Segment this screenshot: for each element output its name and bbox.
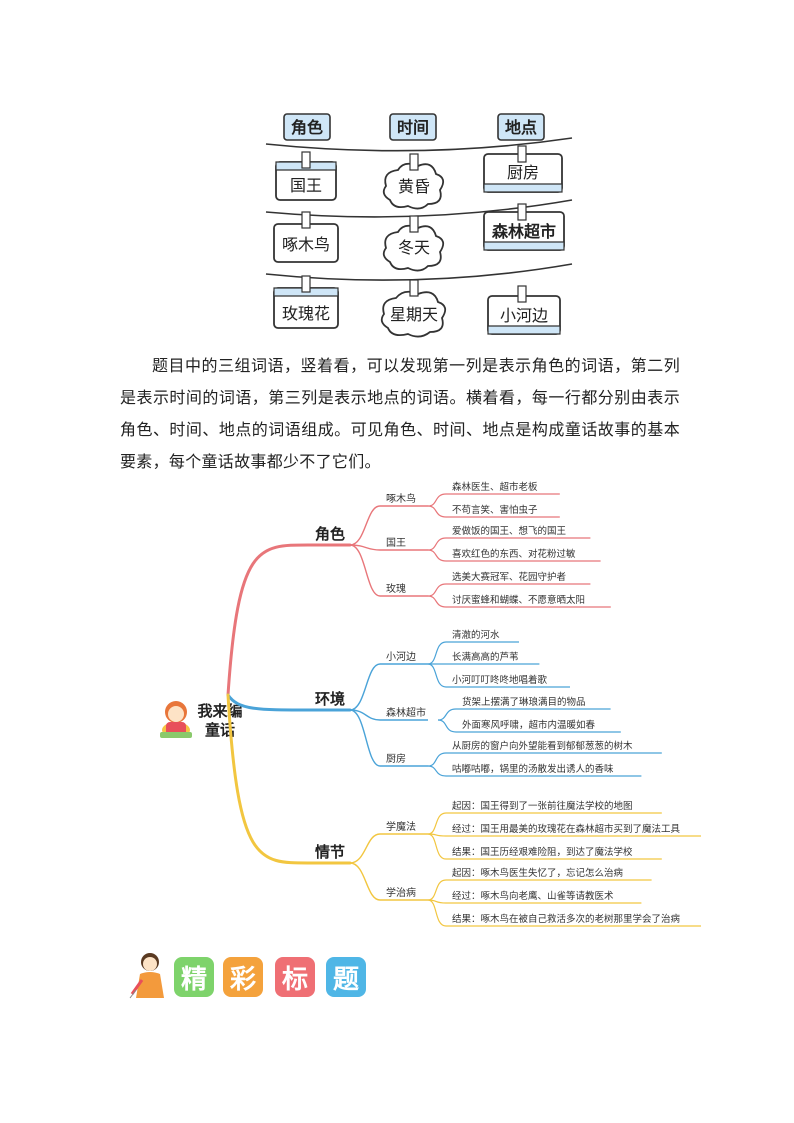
mindmap-leaf-line	[427, 752, 662, 767]
mindmap-leaf-line	[427, 833, 662, 860]
mindmap-sub-label: 厨房	[386, 752, 406, 765]
card-winter: 冬天	[382, 215, 445, 272]
mindmap-leaf-text: 爱做饭的国王、想飞的国王	[452, 525, 567, 537]
mindmap-branch-title: 情节	[315, 843, 345, 861]
mindmap-sub-line	[349, 505, 428, 546]
header-text: 地点	[505, 118, 537, 137]
mindmap-leaf-text: 外面寒风呼啸，超市内温暖如春	[462, 719, 596, 731]
clothesline	[265, 137, 573, 152]
mindmap-leaf-text: 起因：国王得到了一张前往魔法学校的地图	[452, 800, 633, 812]
heading-char-2: 彩	[223, 957, 263, 997]
mindmap-leaf-line	[427, 899, 701, 927]
mindmap-leaf-text: 清澈的河水	[452, 629, 500, 641]
mindmap-leaf-text: 不苟言笑、害怕虫子	[452, 504, 538, 516]
column-header-time: 时间	[389, 113, 437, 141]
mindmap-center-line2: 童话	[205, 721, 235, 739]
mindmap-leaf-text: 经过：啄木鸟向老鹰、山雀等请教医术	[452, 890, 614, 902]
mindmap-sub-line	[349, 709, 428, 721]
word-cards-illustration: 角色 时间 地点 国王 黄昏 厨房 啄木鸟 冬天	[265, 113, 573, 338]
mindmap-leaf-line	[427, 493, 560, 507]
card-kitchen: 厨房	[483, 145, 563, 193]
mindmap-sub-label: 森林超市	[386, 706, 426, 719]
svg-text:玫瑰花: 玫瑰花	[282, 304, 330, 323]
mindmap-sub-line	[349, 709, 428, 767]
mindmap-leaf-line	[427, 812, 662, 835]
mindmap-branch-line	[226, 693, 352, 865]
mindmap-leaf-text: 从厨房的窗户向外望能看到郁郁葱葱的树木	[452, 740, 633, 752]
mindmap-leaf-text: 小河叮叮咚咚地唱着歌	[452, 674, 548, 686]
mindmap-sub-line	[349, 833, 428, 864]
mindmap-leaf-text: 经过：国王用最美的玫瑰花在森林超市买到了魔法工具	[452, 823, 681, 835]
mindmap-center-line1: 我来编	[197, 702, 242, 720]
card-rose: 玫瑰花	[273, 275, 339, 329]
card-forest-supermarket: 森林超市	[483, 203, 565, 251]
mindmap-branch-line	[226, 543, 352, 697]
svg-text:厨房: 厨房	[507, 163, 539, 182]
mindmap-leaf-line	[437, 708, 611, 721]
svg-text:啄木鸟: 啄木鸟	[282, 235, 330, 254]
svg-text:小河边: 小河边	[500, 306, 548, 325]
mindmap-sub-label: 国王	[386, 537, 406, 549]
mindmap-sub-line	[349, 663, 428, 711]
heading-char-1: 精	[174, 957, 214, 997]
mindmap-sub-line	[349, 544, 428, 597]
mindmap-leaf-text: 咕嘟咕嘟，锅里的汤散发出诱人的香味	[452, 763, 614, 775]
mindmap-sub-label: 啄木鸟	[386, 492, 416, 505]
header-text: 角色	[291, 118, 323, 137]
svg-text:星期天: 星期天	[390, 305, 438, 324]
mindmap-leaf-line	[437, 719, 621, 733]
mindmap-leaf-line	[427, 537, 591, 551]
mindmap-leaf-text: 喜欢红色的东西、对花粉过敏	[452, 548, 576, 560]
card-woodpecker: 啄木鸟	[273, 211, 339, 263]
svg-text:冬天: 冬天	[398, 238, 430, 257]
mindmap-leaf-text: 货架上摆满了琳琅满目的物品	[462, 696, 586, 708]
mindmap-leaf-line	[427, 505, 560, 518]
svg-text:黄昏: 黄昏	[398, 177, 430, 196]
mindmap-leaf-text: 森林医生、超市老板	[452, 481, 538, 493]
card-king: 国王	[275, 151, 337, 201]
mindmap-leaf-line	[427, 583, 591, 597]
card-dusk: 黄昏	[382, 153, 445, 210]
mindmap-leaf-line	[427, 549, 601, 562]
header-text: 时间	[397, 118, 429, 137]
column-header-place: 地点	[497, 113, 545, 141]
mindmap-sub-label: 学治病	[386, 886, 416, 899]
mindmap-leaf-text: 长满高高的芦苇	[452, 651, 519, 663]
mindmap-sub-label: 学魔法	[386, 820, 416, 833]
mindmap-branch-title: 环境	[315, 690, 345, 708]
explanation-paragraph: 题目中的三组词语，竖着看，可以发现第一列是表示角色的词语，第二列是表示时间的词语…	[120, 350, 680, 478]
card-sunday: 星期天	[380, 279, 447, 338]
heading-char-4: 题	[326, 957, 366, 997]
svg-text:森林超市: 森林超市	[492, 222, 556, 241]
heading-char-3: 标	[275, 957, 315, 997]
mindmap-leaf-text: 结果：国王历经艰难险阻，到达了魔法学校	[452, 846, 633, 858]
mindmap-leaf-line	[427, 641, 519, 665]
mindmap-leaf-line	[427, 879, 652, 901]
mindmap-sub-line	[349, 544, 428, 551]
mindmap-branch-line	[226, 693, 352, 712]
mindmap-sub-label: 小河边	[386, 651, 416, 663]
mindmap-leaf-text: 起因：啄木鸟医生失忆了，忘记怎么治病	[452, 867, 624, 879]
girl-pencil-icon	[128, 950, 174, 1000]
mindmap-branch-title: 角色	[315, 525, 345, 543]
column-header-role: 角色	[283, 113, 331, 141]
mindmap-leaf-line	[427, 595, 611, 608]
mindmap-sub-label: 玫瑰	[386, 582, 406, 595]
mindmap-leaf-line	[427, 765, 642, 777]
paragraph-text: 题目中的三组词语，竖着看，可以发现第一列是表示角色的词语，第二列是表示时间的词语…	[120, 356, 680, 471]
mindmap-sub-line	[349, 862, 428, 901]
mindmap-leaf-line	[427, 663, 570, 688]
svg-text:国王: 国王	[290, 176, 322, 195]
mindmap-leaf-text: 讨厌蜜蜂和蝴蝶、不愿意晒太阳	[452, 594, 585, 606]
reading-girl-icon	[160, 701, 192, 738]
card-riverside: 小河边	[487, 285, 561, 335]
mindmap-leaf-text: 选美大赛冠军、花园守护者	[452, 571, 566, 583]
mindmap-leaf-text: 结果：啄木鸟在被自己救活多次的老树那里学会了治病	[452, 913, 681, 925]
